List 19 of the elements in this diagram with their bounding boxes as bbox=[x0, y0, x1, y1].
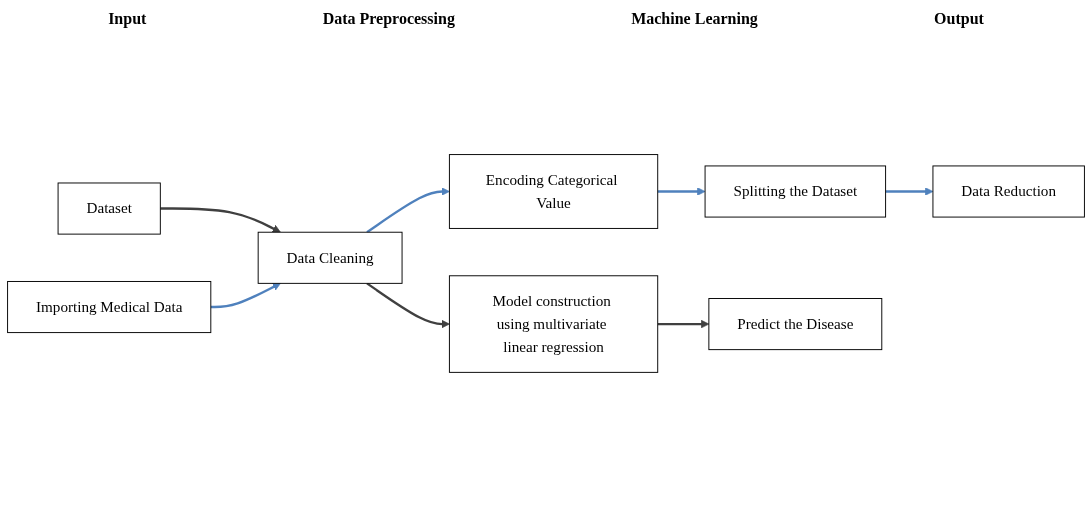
column-heading: Output bbox=[934, 10, 984, 28]
column-heading: Machine Learning bbox=[631, 10, 758, 28]
node-box: Splitting the Dataset bbox=[704, 165, 887, 218]
node-box: Importing Medical Data bbox=[7, 280, 212, 333]
arrow bbox=[657, 186, 706, 196]
node-box: Data Reduction bbox=[932, 165, 1085, 218]
arrow bbox=[657, 319, 710, 328]
column-heading: Data Preprocessing bbox=[322, 10, 455, 28]
node-box: Predict the Disease bbox=[708, 297, 883, 350]
arrow bbox=[210, 282, 281, 308]
column-heading: Input bbox=[108, 10, 147, 28]
arrow bbox=[366, 281, 450, 328]
node-box: Encoding Categorical Value bbox=[448, 153, 659, 229]
node-box: Model construction using multivariate linear regression bbox=[448, 274, 659, 373]
node-box: Dataset bbox=[57, 182, 161, 235]
arrow bbox=[160, 206, 281, 233]
node-box: Data Cleaning bbox=[257, 231, 403, 284]
arrow bbox=[885, 186, 934, 196]
arrow bbox=[366, 186, 450, 233]
